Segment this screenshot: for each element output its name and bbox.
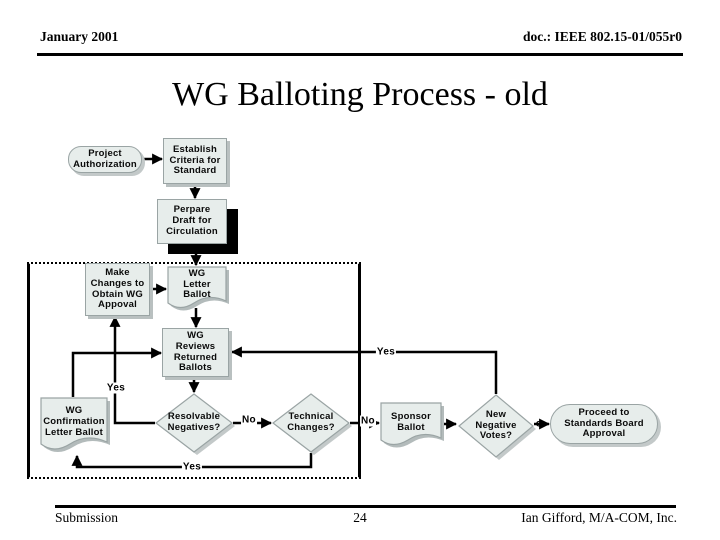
node-project-authorization: Project Authorization — [68, 146, 142, 173]
node-wg-reviews: WG Reviews Returned Ballots — [162, 328, 229, 377]
node-sponsor-ballot: Sponsor Ballot — [380, 402, 444, 450]
document-shape — [167, 266, 229, 311]
footer-rule — [55, 505, 676, 508]
node-establish-criteria: Establish Criteria for Standard — [163, 138, 227, 184]
slide-title: WG Balloting Process - old — [172, 76, 548, 113]
edge-label-technical-yes: Yes — [181, 461, 203, 473]
node-label-project-authorization: Project Authorization — [73, 147, 137, 170]
node-technical-changes: Technical Changes? — [272, 393, 352, 455]
node-label-wg-letter-ballot: WG Letter Ballot — [183, 267, 211, 301]
node-label-wg-confirmation: WG Confirmation Letter Ballot — [43, 405, 105, 438]
node-make-changes: Make Changes to Obtain WG Appoval — [85, 263, 150, 316]
header-rule — [37, 53, 683, 56]
edge-label-resolvable-no: No — [241, 414, 257, 426]
decision-diamond-shape — [155, 393, 235, 455]
footer-author: Ian Gifford, M/A-COM, Inc. — [521, 510, 677, 525]
node-label-prepare-draft: Perpare Draft for Circulation — [166, 204, 218, 237]
decision-diamond-shape — [272, 393, 352, 455]
document-shape — [40, 397, 110, 452]
node-label-wg-reviews: WG Reviews Returned Ballots — [173, 329, 218, 374]
node-wg-letter-ballot: WG Letter Ballot — [167, 266, 229, 311]
node-new-negative-votes: New Negative Votes? — [458, 394, 536, 460]
node-label-establish-criteria: Establish Criteria for Standard — [169, 143, 221, 177]
decision-diamond-shape — [458, 394, 536, 460]
node-label-sponsor-ballot: Sponsor Ballot — [391, 410, 431, 433]
header-doc-number: doc.: IEEE 802.15-01/055r0 — [522, 29, 682, 44]
footer-submission: Submission — [55, 510, 119, 525]
node-label-new-negative-votes: New Negative Votes? — [475, 408, 517, 442]
node-wg-confirmation: WG Confirmation Letter Ballot — [40, 397, 110, 455]
node-proceed-standards-board: Proceed to Standards Board Approval — [550, 404, 658, 444]
header-date: January 2001 — [40, 29, 119, 44]
node-label-technical-changes: Technical Changes? — [287, 411, 335, 433]
node-label-make-changes: Make Changes to Obtain WG Appoval — [90, 266, 145, 311]
node-label-proceed-standards-board: Proceed to Standards Board Approval — [564, 406, 644, 440]
edge-label-resolvable-yes: Yes — [105, 382, 127, 394]
node-label-resolvable-negatives: Resolvable Negatives? — [167, 411, 221, 433]
document-shape — [380, 402, 444, 448]
footer-page-number: 24 — [353, 510, 367, 525]
edge-label-new-negative-yes: Yes — [375, 346, 397, 358]
node-prepare-draft: Perpare Draft for Circulation — [157, 199, 227, 244]
node-resolvable-negatives: Resolvable Negatives? — [155, 393, 235, 455]
edge-label-technical-no: No — [360, 415, 376, 427]
